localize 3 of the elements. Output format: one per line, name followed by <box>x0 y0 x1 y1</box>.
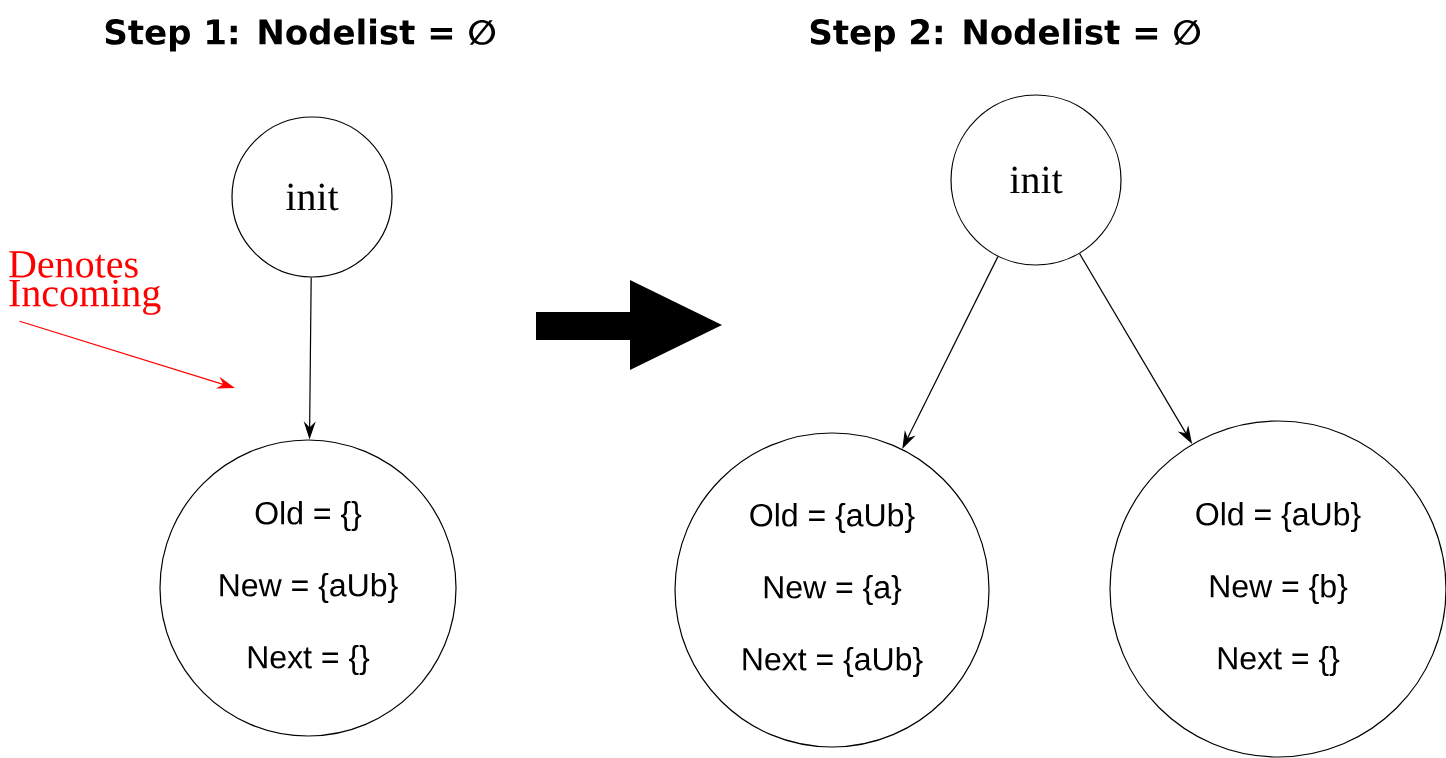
annotation-text: Denotes Incoming <box>9 251 161 315</box>
step-title: Step 1: Nodelist = ∅ <box>105 18 496 52</box>
step-title: Step 2: Nodelist = ∅ <box>810 18 1201 52</box>
